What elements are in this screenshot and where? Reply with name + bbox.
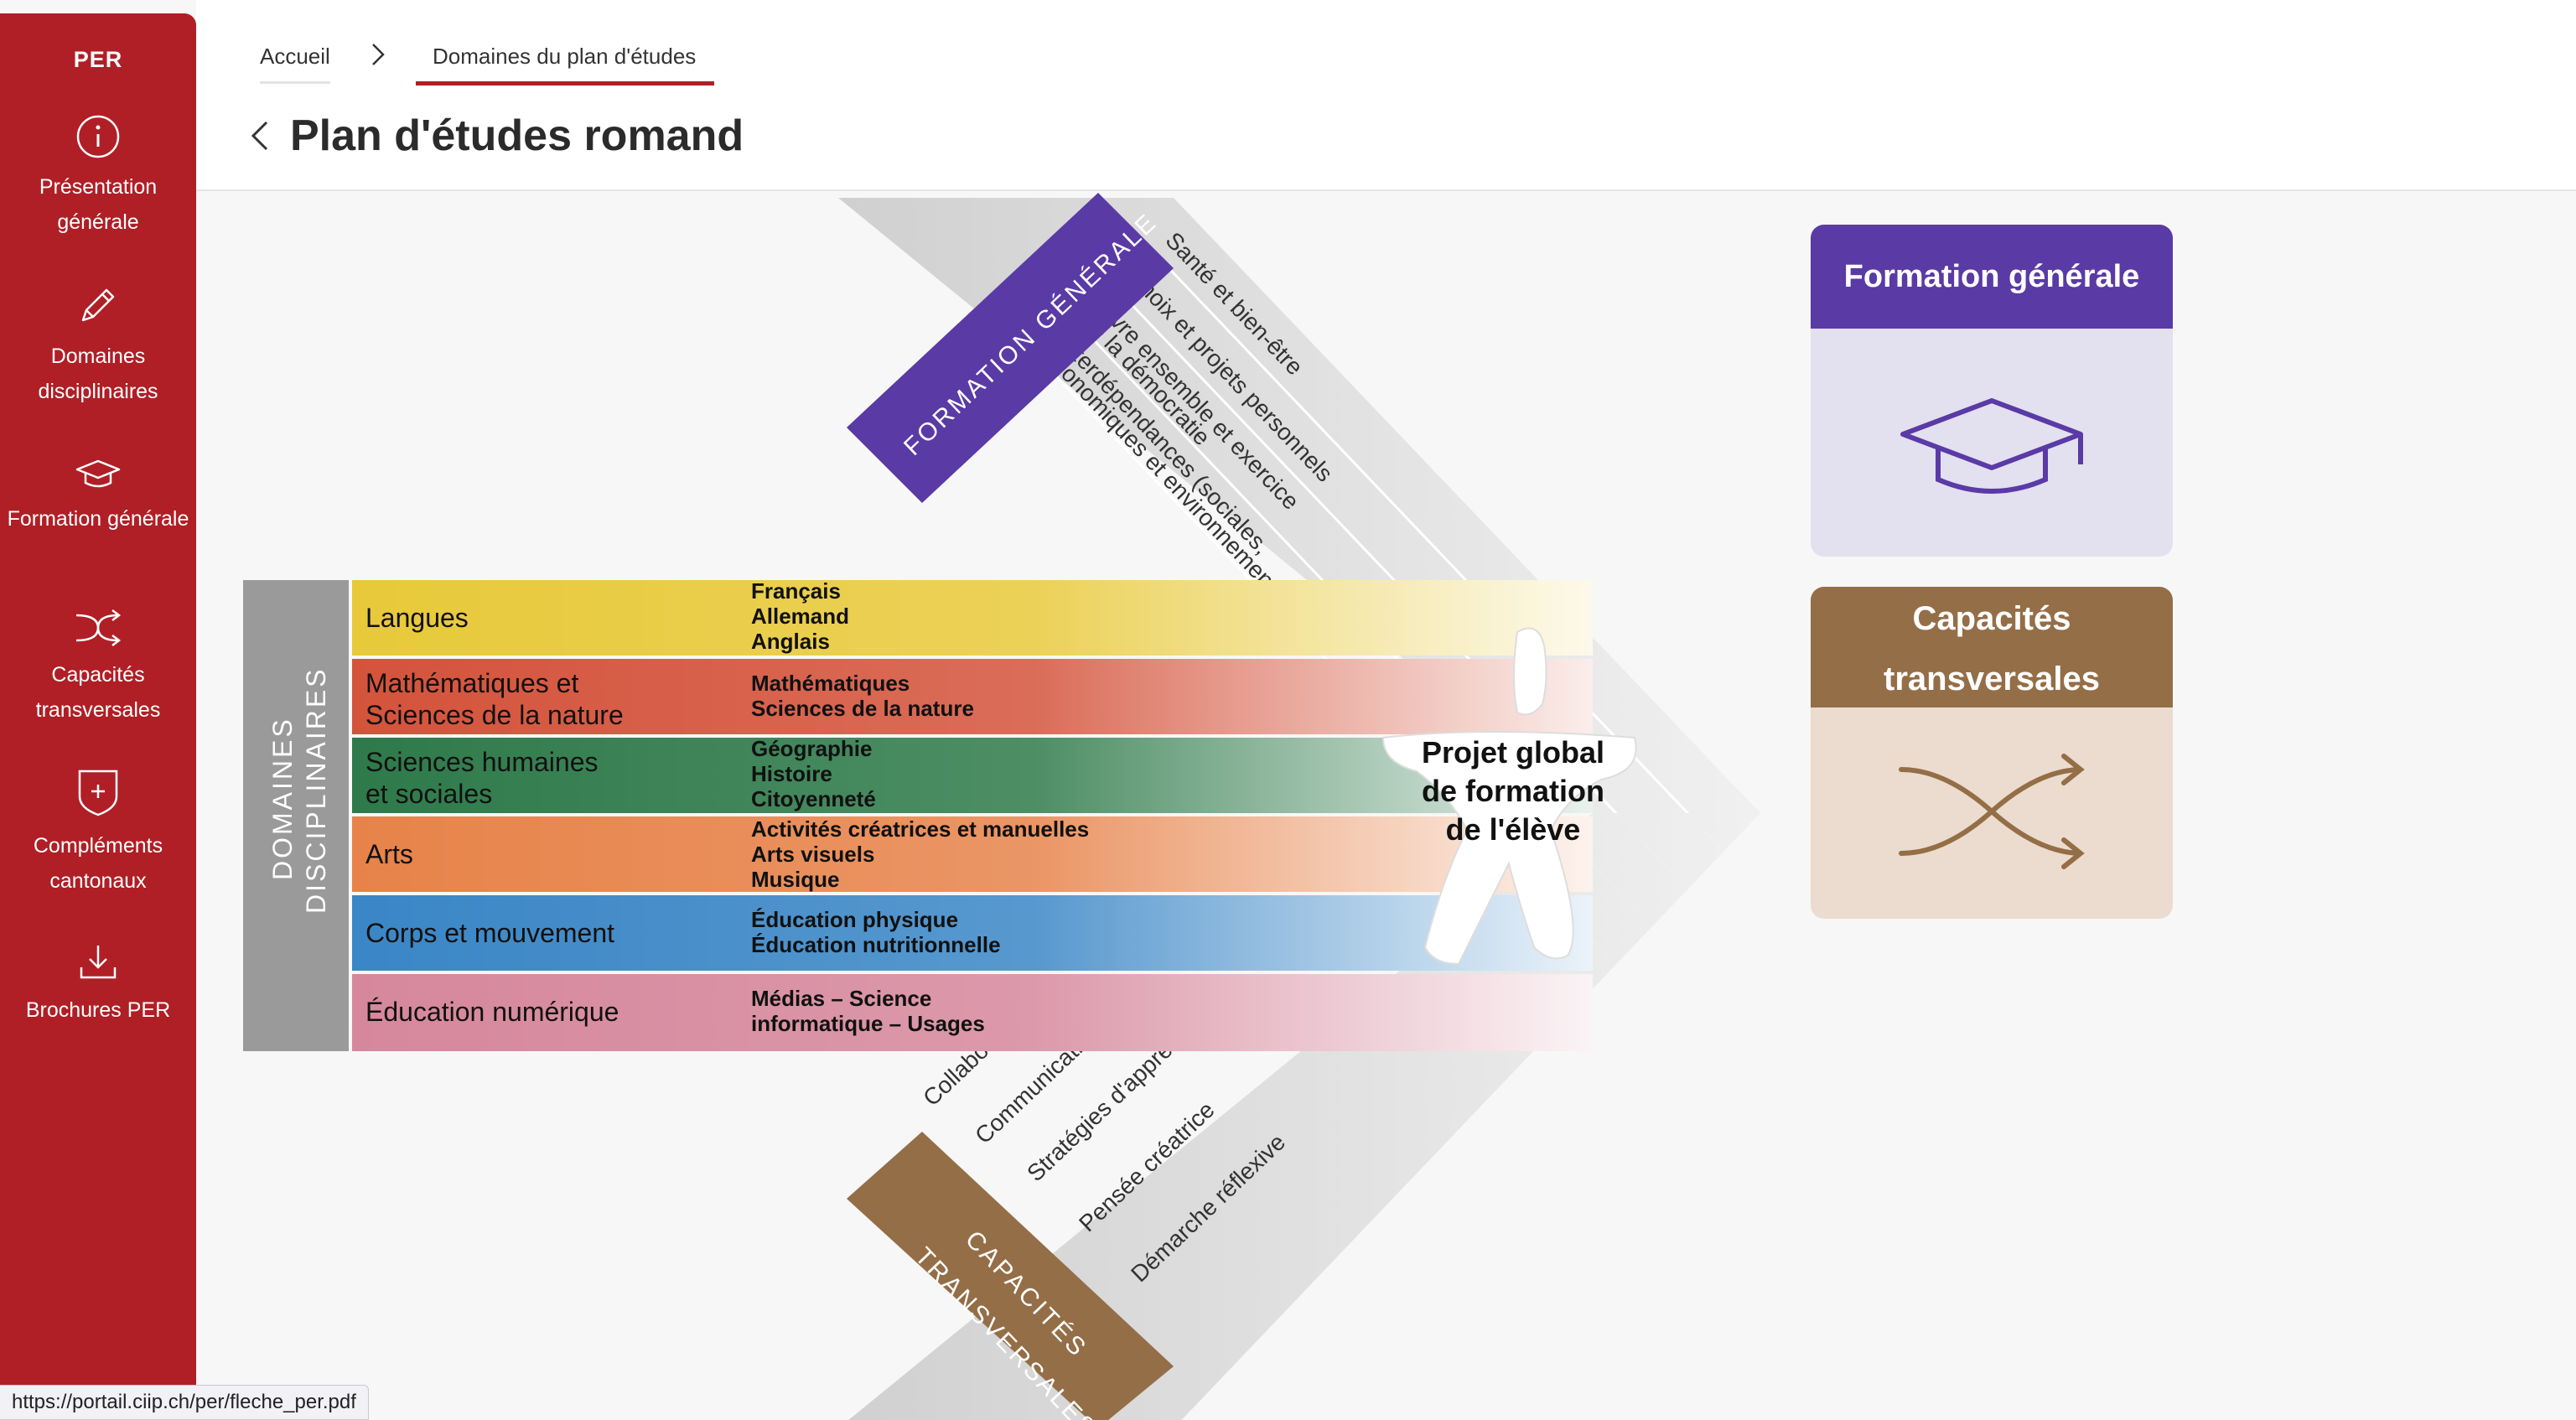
domain-row-maths[interactable]: Mathématiques et Sciences de la nature M… <box>352 659 1593 734</box>
row-sub: Arts visuels <box>751 842 874 867</box>
center-line-3: de l'élève <box>1446 812 1581 847</box>
sidebar-item-label: Capacités <box>51 663 145 687</box>
sidebar-item-formation[interactable]: Formation générale <box>0 458 196 536</box>
sidebar-item-label: Domaines <box>50 345 146 368</box>
row-sub: Citoyenneté <box>751 786 876 811</box>
sidebar-item-label: Présentation <box>39 175 158 199</box>
domaines-label-1: DOMAINES <box>267 717 298 880</box>
row-sub: Mathématiques <box>751 671 910 696</box>
row-sub: Éducation nutritionnelle <box>751 932 1001 957</box>
info-icon <box>76 115 120 158</box>
row-sub: Histoire <box>751 761 832 786</box>
row-name-2: Sciences de la nature <box>365 700 624 730</box>
shuffle-arrows-icon <box>1899 754 2085 869</box>
download-icon <box>80 946 117 979</box>
card-title-line-1: Capacités <box>1912 600 2071 637</box>
card-title-line-2: transversales <box>1884 661 2100 697</box>
sidebar-item-complements[interactable]: Compléments cantonaux <box>0 768 196 899</box>
sidebar-item-label: transversales <box>35 698 161 722</box>
pencil-icon <box>81 288 115 322</box>
row-sub: Activités créatrices et manuelles <box>751 816 1089 842</box>
row-name: Langues <box>365 603 469 633</box>
breadcrumb-home-link[interactable]: Accueil <box>260 44 330 84</box>
sidebar-item-label: cantonaux <box>49 869 147 893</box>
domaines-label[interactable]: DOMAINES DISCIPLINAIRES <box>243 580 349 1051</box>
row-name: Arts <box>365 839 413 869</box>
graduation-cap-icon <box>1900 398 2083 494</box>
domaines-label-2: DISCIPLINAIRES <box>301 666 331 914</box>
card-title: Capacités transversales <box>1811 587 2173 707</box>
row-sub: Anglais <box>751 629 830 654</box>
card-title: Formation générale <box>1811 225 2173 329</box>
sidebar-item-label: Brochures PER <box>25 998 171 1022</box>
row-sub: Musique <box>751 867 839 892</box>
row-sub: Sciences de la nature <box>751 696 974 721</box>
row-name: Éducation numérique <box>365 997 619 1027</box>
row-sub: informatique – Usages <box>751 1011 985 1036</box>
sidebar: PER Présentation générale Domaines disci… <box>0 13 196 1420</box>
brand-logo[interactable]: PER <box>73 47 123 72</box>
domain-row-numerique[interactable]: Éducation numérique Médias – Science inf… <box>352 974 1593 1051</box>
sidebar-item-label: disciplinaires <box>38 380 158 403</box>
chevron-right-icon <box>369 40 387 75</box>
status-bar-url: https://portail.ciip.ch/per/fleche_per.p… <box>0 1385 369 1420</box>
row-name: Mathématiques et <box>365 668 578 698</box>
sidebar-item-brochures[interactable]: Brochures PER <box>0 942 196 1028</box>
row-name: Corps et mouvement <box>365 918 614 948</box>
domain-row-langues[interactable]: Langues Français Allemand Anglais <box>352 578 1593 656</box>
back-chevron-icon[interactable] <box>248 117 272 158</box>
sidebar-item-presentation[interactable]: Présentation générale <box>0 114 196 240</box>
row-sub: Géographie <box>751 736 872 761</box>
center-line-1: Projet global <box>1422 735 1604 770</box>
student-figure: Projet global de formation de l'élève <box>1381 627 1637 966</box>
per-diagram: Santé et bien-être Choix et projets pers… <box>243 193 1760 1420</box>
sidebar-item-domaines[interactable]: Domaines disciplinaires <box>0 282 196 409</box>
capacites-transversales-card[interactable]: Capacités transversales <box>1811 587 2173 919</box>
page-header: Accueil Domaines du plan d'études Plan d… <box>196 0 2576 191</box>
row-sub: Français <box>751 578 841 604</box>
sidebar-item-label: générale <box>57 210 139 234</box>
row-sub: Éducation physique <box>751 907 958 932</box>
breadcrumb-current[interactable]: Domaines du plan d'études <box>416 44 715 86</box>
row-sub: Médias – Science <box>751 986 931 1011</box>
row-name: Sciences humaines <box>365 747 598 777</box>
sidebar-item-capacites[interactable]: Capacités transversales <box>0 609 196 728</box>
shield-plus-icon <box>78 770 118 816</box>
sidebar-item-label: Formation générale <box>7 507 189 531</box>
row-sub: Allemand <box>751 604 849 629</box>
formation-generale-card[interactable]: Formation générale <box>1811 225 2173 557</box>
row-name-2: et sociales <box>365 779 492 809</box>
center-line-2: de formation <box>1422 774 1604 808</box>
shuffle-icon <box>75 609 122 646</box>
domain-row-arts[interactable]: Arts Activités créatrices et manuelles A… <box>352 816 1593 892</box>
page-title: Plan d'études romand <box>290 111 744 160</box>
domain-row-corps[interactable]: Corps et mouvement Éducation physique Éd… <box>352 895 1593 971</box>
graduation-cap-icon <box>75 459 121 488</box>
sidebar-item-label: Compléments <box>33 834 163 858</box>
